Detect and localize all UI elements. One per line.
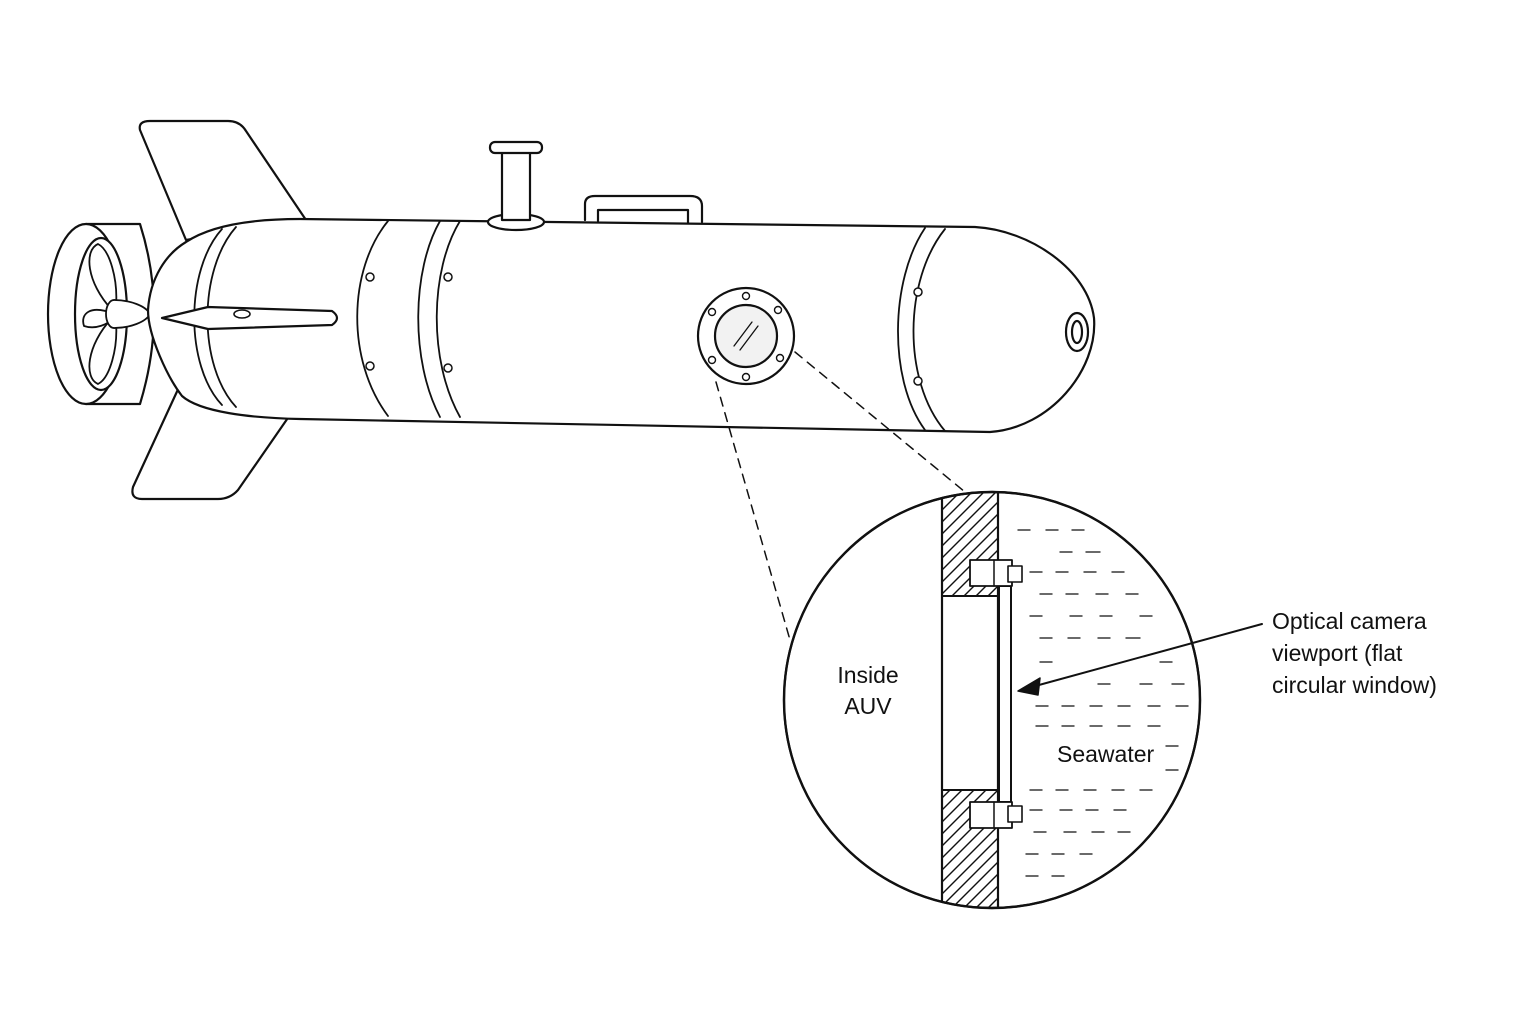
seawater-dashes <box>1017 529 1189 877</box>
inside-auv-label-line1: Inside <box>837 662 898 688</box>
carry-handle <box>583 194 704 225</box>
detail-window <box>969 559 1023 829</box>
callout-arrow <box>1017 623 1263 696</box>
detail-leader-lines <box>715 351 966 641</box>
inside-auv-label-line2: AUV <box>844 693 892 719</box>
callout-label-line1: Optical camera <box>1272 608 1427 634</box>
upper-tail-fin <box>138 119 308 242</box>
callout-label-line2: viewport (flat <box>1272 640 1403 666</box>
side-fin <box>160 305 339 331</box>
hull <box>146 217 1096 434</box>
camera-viewport <box>696 286 796 386</box>
detail-view <box>782 490 1202 910</box>
antenna-mast <box>486 140 546 232</box>
nose-sensor <box>1064 311 1090 353</box>
callout-label-line3: circular window) <box>1272 672 1437 698</box>
seam-bolts <box>365 272 923 386</box>
seawater-label: Seawater <box>1057 741 1155 767</box>
